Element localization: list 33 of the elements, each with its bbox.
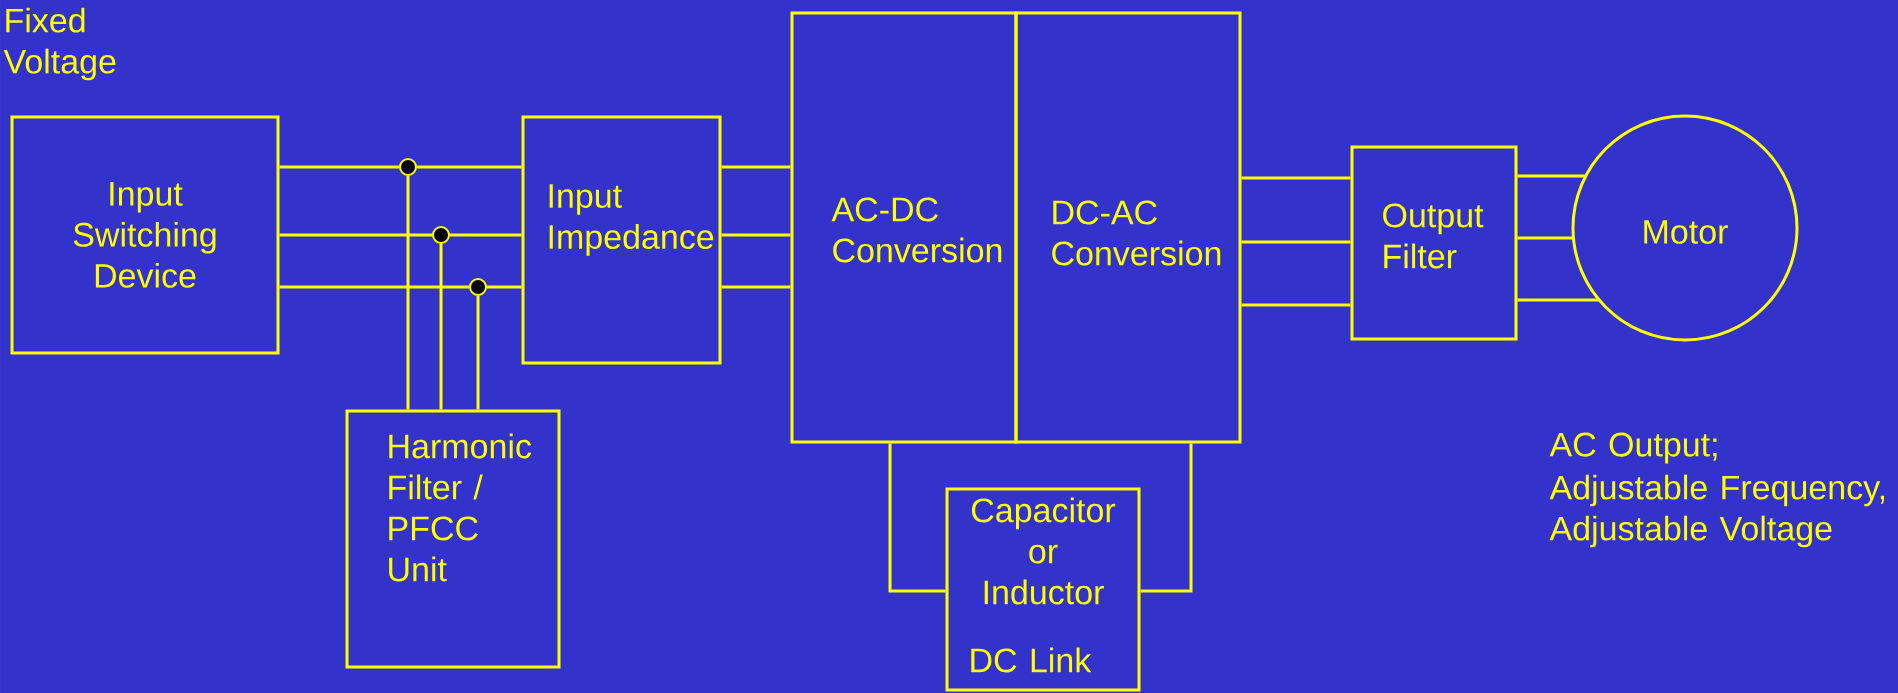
connector-line: [476, 296, 480, 410]
label-text: Adjustable Frequency, Adjustable Voltage: [1549, 474, 1885, 548]
connector-line: [1241, 303, 1351, 307]
junction-dot: [399, 158, 417, 176]
connector-line: [279, 165, 399, 169]
connector-line: [450, 233, 522, 237]
connector-line: [721, 165, 791, 169]
junction-dot: [469, 278, 487, 296]
connector-line: [406, 176, 410, 410]
connector-line: [487, 285, 522, 289]
connector-line: [721, 233, 791, 237]
connector-line: [279, 285, 469, 289]
connector-line: [279, 233, 432, 237]
label-text: AC Output;: [1549, 432, 1717, 464]
connector-line: [1517, 236, 1574, 240]
connector-line: [1140, 443, 1193, 593]
connector-line: [417, 165, 522, 169]
connector-line: [888, 443, 946, 593]
process-box: Harmonic Filter / PFCC Unit: [345, 409, 561, 669]
connector-line: [1241, 176, 1351, 180]
connector-line: [439, 244, 443, 410]
process-box: Input Impedance: [521, 115, 722, 365]
process-box: Output Filter: [1350, 145, 1518, 341]
process-box: AC-DC Conversion: [790, 11, 1018, 444]
connector-line: [1241, 240, 1351, 244]
label-text: Fixed Voltage: [3, 7, 116, 81]
process-box: Capacitor or Inductor DC Link: [945, 487, 1141, 692]
connector-line: [1517, 174, 1586, 178]
connector-line: [1517, 298, 1600, 302]
process-box: Input Switching Device: [10, 115, 280, 355]
junction-dot: [432, 226, 450, 244]
process-box: DC-AC Conversion: [1014, 11, 1242, 444]
connector-line: [721, 285, 791, 289]
